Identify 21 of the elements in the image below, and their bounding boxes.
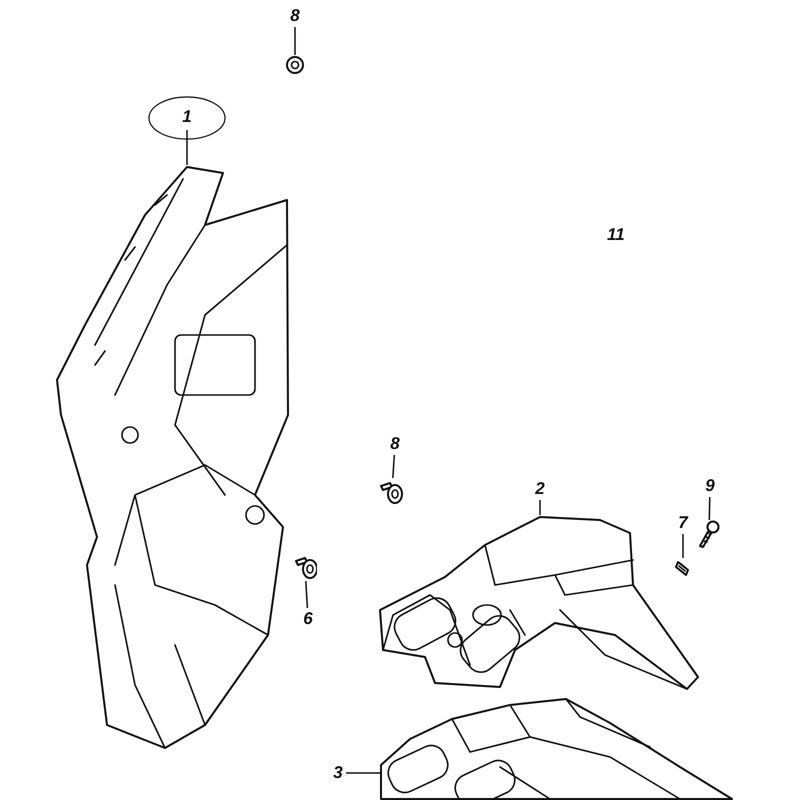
callout-number: 3 [333,762,343,784]
callout-number: 2 [535,478,545,500]
callout-number: 11 [607,224,625,246]
leader-line [539,500,541,515]
leader-line [346,772,380,774]
callout-number: 8 [290,5,300,27]
leader-line [682,534,684,558]
nut-drawing [674,558,692,578]
callout-number: 1 [182,106,192,128]
callout-number: 9 [705,475,715,497]
callout-number: 6 [303,608,313,630]
rear-fender-drawing [55,165,290,750]
leader-line [392,454,396,478]
leader-line [305,580,308,608]
callout-number: 8 [390,433,400,455]
nut-drawing [285,55,305,75]
leader-line [708,496,711,520]
callout-number: 7 [678,512,688,534]
screw-drawing [698,520,720,548]
leader-line [294,27,296,55]
leader-line [186,130,188,165]
